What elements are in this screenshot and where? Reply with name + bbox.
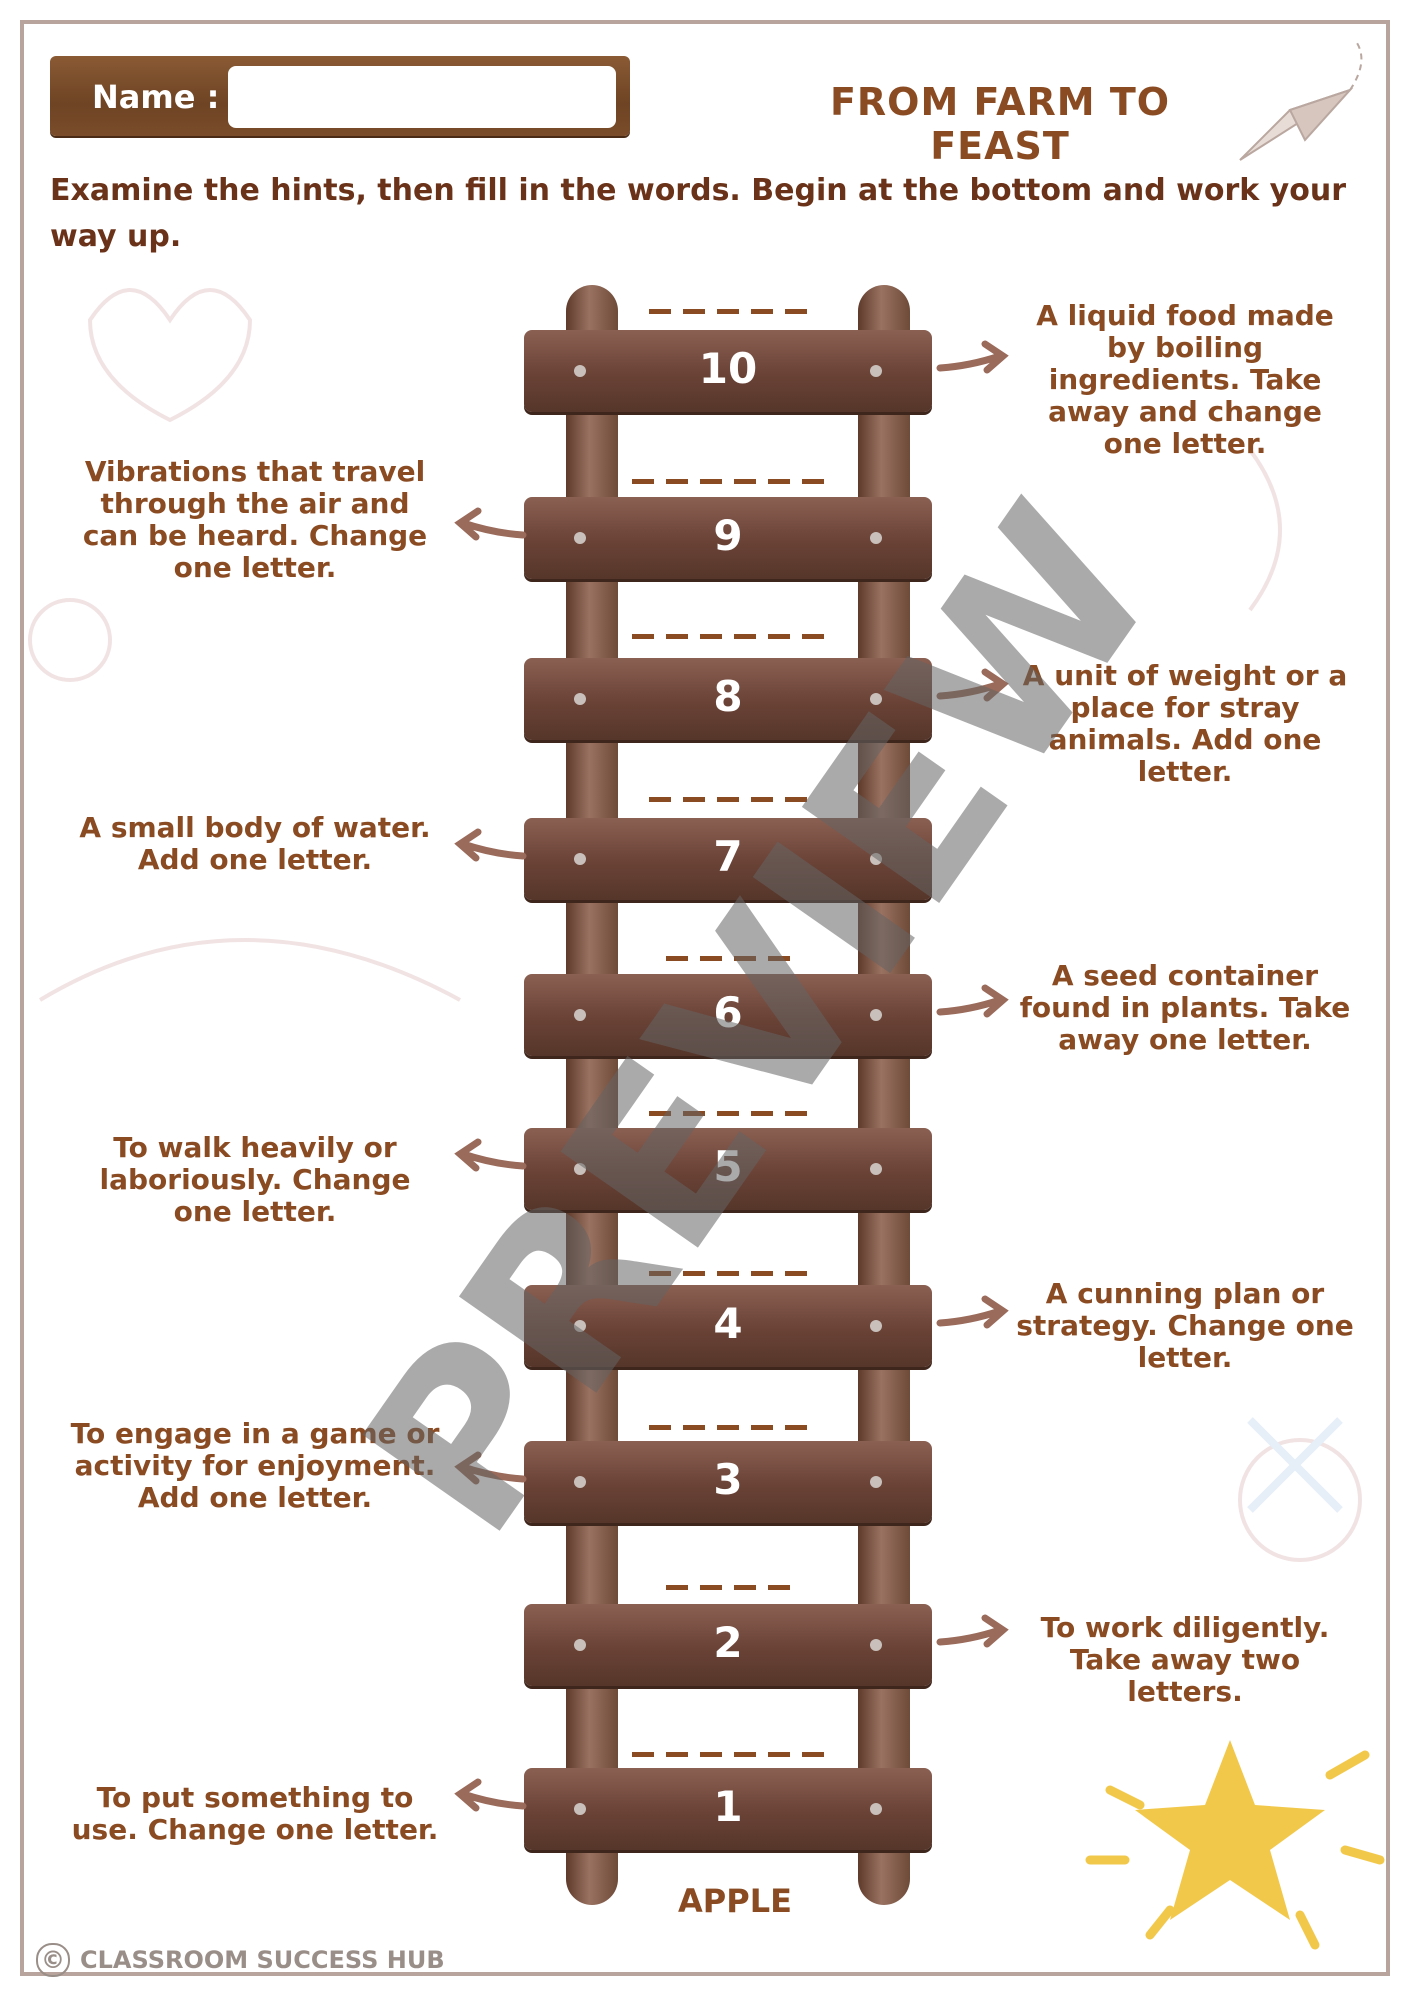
- flower-doodle: [28, 598, 112, 682]
- nail-icon: [574, 365, 586, 377]
- x-doodle: [1247, 1417, 1343, 1513]
- clue-text: A cunning plan or strategy. Change one l…: [1016, 1277, 1354, 1374]
- copyright-icon: ©: [36, 1943, 70, 1977]
- nail-icon: [870, 693, 882, 705]
- rung-number: 2: [713, 1618, 743, 1667]
- ladder-rung: 7: [524, 818, 932, 900]
- name-field[interactable]: [228, 66, 616, 128]
- nail-icon: [574, 693, 586, 705]
- ladder-rung: 5: [524, 1128, 932, 1210]
- nail-icon: [574, 853, 586, 865]
- heart-doodle: [87, 288, 253, 423]
- clue-text: To work diligently. Take away two letter…: [1040, 1611, 1330, 1708]
- ladder-rung: 2: [524, 1604, 932, 1686]
- arrow-right-icon: [936, 340, 1009, 374]
- nail-icon: [870, 1476, 882, 1488]
- rung-number: 4: [713, 1299, 743, 1348]
- nail-icon: [870, 1163, 882, 1175]
- rung-number: 9: [713, 511, 743, 560]
- rung-number: 3: [713, 1455, 743, 1504]
- nail-icon: [870, 1009, 882, 1021]
- nail-icon: [870, 853, 882, 865]
- arrow-left-icon: [454, 828, 527, 862]
- arrow-left-icon: [454, 1778, 527, 1812]
- nail-icon: [870, 1803, 882, 1815]
- ladder-rung: 9: [524, 497, 932, 579]
- footer-text: CLASSROOM SUCCESS HUB: [80, 1946, 445, 1974]
- star-icon: [1085, 1740, 1385, 1950]
- rung-number: 10: [698, 344, 758, 393]
- answer-blank[interactable]: [649, 1425, 807, 1430]
- nail-icon: [574, 1009, 586, 1021]
- nail-icon: [574, 1163, 586, 1175]
- nail-icon: [870, 1639, 882, 1651]
- ladder-rung: 8: [524, 658, 932, 740]
- nail-icon: [870, 532, 882, 544]
- nail-icon: [574, 1639, 586, 1651]
- answer-blank[interactable]: [632, 1752, 824, 1757]
- rung-number: 1: [713, 1782, 743, 1831]
- name-label: Name :: [92, 78, 220, 116]
- page-border: [20, 20, 1390, 1976]
- ladder-rung: 6: [524, 974, 932, 1056]
- arrow-right-icon: [936, 1295, 1009, 1329]
- clue-text: To engage in a game or activity for enjo…: [70, 1417, 440, 1514]
- arrow-left-icon: [454, 1451, 527, 1485]
- clue-text: A seed container found in plants. Take a…: [1019, 959, 1351, 1056]
- answer-blank[interactable]: [666, 1585, 790, 1590]
- arrow-right-icon: [936, 668, 1009, 702]
- answer-blank[interactable]: [649, 309, 807, 314]
- arrow-left-icon: [454, 507, 527, 541]
- nail-icon: [574, 1320, 586, 1332]
- ladder-rung: 4: [524, 1285, 932, 1367]
- clue-text: A liquid food made by boiling ingredient…: [1036, 299, 1334, 460]
- ladder-rung: 1: [524, 1768, 932, 1850]
- arrow-right-icon: [936, 984, 1009, 1018]
- ladder-rung: 10: [524, 330, 932, 412]
- rung-number: 5: [713, 1142, 743, 1191]
- arrow-right-icon: [936, 1614, 1009, 1648]
- clue-text: A small body of water. Add one letter.: [79, 811, 431, 876]
- answer-blank[interactable]: [666, 956, 790, 961]
- nail-icon: [574, 1803, 586, 1815]
- answer-blank[interactable]: [649, 797, 807, 802]
- nail-icon: [574, 532, 586, 544]
- start-word: APPLE: [678, 1882, 792, 1920]
- answer-blank[interactable]: [632, 634, 824, 639]
- footer: © CLASSROOM SUCCESS HUB: [36, 1943, 445, 1977]
- clue-text: To walk heavily or laboriously. Change o…: [99, 1131, 411, 1228]
- answer-blank[interactable]: [632, 479, 824, 484]
- clue-text: Vibrations that travel through the air a…: [82, 455, 428, 584]
- clue-text: To put something to use. Change one lett…: [71, 1781, 439, 1846]
- nail-icon: [870, 1320, 882, 1332]
- ladder-rung: 3: [524, 1441, 932, 1523]
- rung-number: 7: [713, 832, 743, 881]
- nail-icon: [574, 1476, 586, 1488]
- nail-icon: [870, 365, 882, 377]
- rung-number: 8: [713, 672, 743, 721]
- clue-text: A unit of weight or a place for stray an…: [1022, 659, 1348, 788]
- arrow-left-icon: [454, 1138, 527, 1172]
- paper-plane-icon: [1239, 39, 1363, 161]
- worksheet-title: FROM FARM TO FEAST: [829, 80, 1171, 168]
- answer-blank[interactable]: [649, 1271, 807, 1276]
- rung-number: 6: [713, 988, 743, 1037]
- instructions: Examine the hints, then fill in the word…: [50, 173, 1346, 254]
- answer-blank[interactable]: [649, 1111, 807, 1116]
